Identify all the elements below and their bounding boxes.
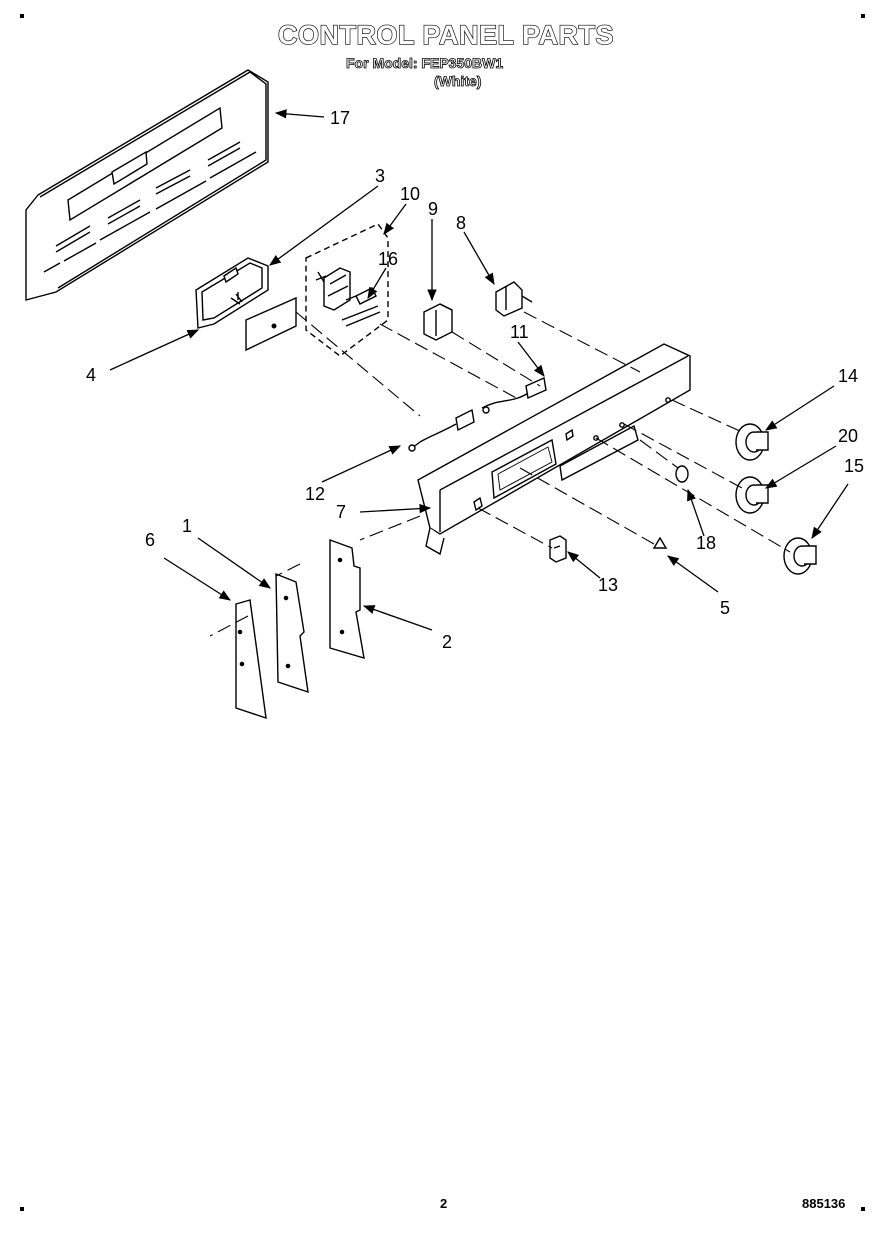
callout-8: 8 (456, 213, 466, 233)
control-knob-part (783, 537, 817, 575)
switch-assembly-part (305, 223, 389, 357)
corner-mark-bottom-right (861, 1207, 865, 1211)
callout-10: 10 (400, 184, 420, 204)
page-title: CONTROL PANEL PARTS (277, 19, 615, 50)
callout-7: 7 (336, 502, 346, 522)
color-variant: (White) (434, 73, 482, 90)
callout-18: 18 (696, 533, 716, 553)
end-cap-middle-part (275, 572, 309, 694)
callout-9: 9 (428, 199, 438, 219)
callout-5: 5 (720, 598, 730, 618)
callout-15: 15 (844, 456, 864, 476)
end-cap-left-part (235, 599, 267, 720)
document-number: 885136 (802, 1196, 846, 1211)
callout-14: 14 (838, 366, 858, 386)
wire-harness-part (408, 376, 547, 452)
mounting-clip-part (549, 535, 567, 563)
corner-mark-top-right (861, 14, 865, 18)
callout-13: 13 (598, 575, 618, 595)
callout-4: 4 (86, 365, 96, 385)
callout-11: 11 (510, 322, 529, 342)
callout-2: 2 (442, 632, 452, 652)
callout-6: 6 (145, 530, 155, 550)
control-knob-part (735, 476, 769, 514)
corner-mark-top-left (20, 14, 24, 18)
page-number: 2 (440, 1196, 448, 1211)
indicator-housing-part (195, 257, 269, 329)
model-number: For Model: FEP350BW1 (346, 55, 504, 72)
callout-arrows (109, 109, 849, 631)
callout-3: 3 (375, 166, 385, 186)
callout-20: 20 (838, 426, 858, 446)
callout-12: 12 (305, 484, 325, 504)
infinite-switch-part (495, 281, 533, 317)
callout-17: 17 (330, 108, 350, 128)
indicator-lens-part (652, 536, 668, 549)
control-knob-part (735, 423, 769, 461)
end-cap-right-part (329, 539, 365, 659)
corner-mark-bottom-left (20, 1207, 24, 1211)
rear-panel-part (25, 69, 269, 301)
callout-16: 16 (378, 249, 398, 269)
push-button-part (675, 465, 689, 483)
callout-1: 1 (182, 516, 192, 536)
control-panel-part (417, 343, 691, 556)
lens-plate-part (245, 296, 297, 352)
terminal-block-part (423, 303, 453, 341)
